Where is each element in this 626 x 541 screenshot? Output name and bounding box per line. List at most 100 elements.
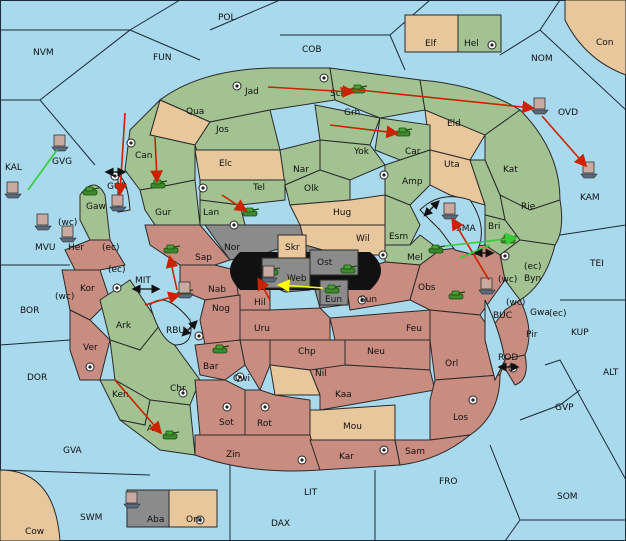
label-pir: Pir [526, 330, 538, 340]
province-bar[interactable] [194, 339, 246, 381]
label-mel: Mel [407, 253, 423, 263]
sea-label-tei: TEI [589, 259, 604, 269]
label-nar: Nar [293, 165, 309, 175]
move-arrow [339, 87, 536, 114]
label-tel: Tel [252, 183, 265, 193]
sea-label-gvp: GVP [555, 403, 574, 413]
supply-center-marker [222, 402, 232, 412]
supply-center-marker [500, 251, 510, 261]
province-qwi[interactable] [239, 339, 271, 392]
label-ken: Ken [112, 390, 129, 400]
label-qwi: Qwi [233, 374, 250, 384]
supply-center-marker [110, 171, 120, 181]
sea-label-alt: ALT [603, 368, 619, 378]
supply-center-marker [378, 250, 388, 260]
label-qua: Qua [186, 107, 204, 117]
province-olk[interactable] [284, 169, 351, 206]
label-skr: Skr [285, 243, 300, 253]
supply-center-marker [229, 220, 239, 230]
supply-center-marker [178, 388, 188, 398]
supply-center-marker [235, 372, 245, 382]
label-mou: Mou [343, 422, 362, 432]
label-sap: Sap [195, 253, 212, 263]
label-kar: Kar [339, 452, 354, 462]
supply-center-marker [85, 362, 95, 372]
label-sot: Sot [219, 418, 234, 428]
supply-center-marker [357, 295, 367, 305]
label-nil: Nil [315, 369, 327, 379]
label-nog: Nog [212, 304, 230, 314]
label-chp: Chp [298, 347, 316, 357]
label-ost: Ost [317, 258, 333, 268]
label-lan: Lan [203, 208, 219, 218]
label-bar: Bar [203, 362, 219, 372]
sea-label-nom: NOM [531, 54, 553, 64]
label-hil: Hil [254, 298, 266, 308]
label-ver: Ver [83, 343, 98, 353]
support-arrow [27, 149, 58, 191]
label-neu: Neu [367, 347, 385, 357]
supply-center-marker [194, 331, 204, 341]
coast-tag: (ec) [549, 309, 567, 319]
order-arrows [27, 85, 588, 435]
sea-label-cow: Cow [25, 527, 44, 537]
supply-center-marker [319, 73, 329, 83]
province-kar[interactable] [309, 439, 401, 471]
coast-tag: (wc) [498, 275, 517, 285]
label-uta: Uta [444, 160, 460, 170]
support-arrow [444, 232, 519, 247]
supply-center-marker [198, 183, 208, 193]
province-sam[interactable] [394, 434, 472, 466]
label-sch: Sch [330, 89, 346, 99]
sea-label-kup: KUP [571, 328, 589, 338]
sea-label-mit: MIT [135, 276, 151, 286]
province-kor[interactable] [61, 269, 111, 321]
province-tel[interactable] [199, 179, 286, 206]
supply-center-marker [379, 170, 389, 180]
supply-center-marker [468, 395, 478, 405]
sea-label-gvg: GVG [52, 157, 72, 167]
sea-label-nvm: NVM [33, 48, 54, 58]
label-can: Can [135, 151, 153, 161]
box-label-aba: Aba [147, 515, 164, 525]
label-kor: Kor [80, 284, 95, 294]
province-sch[interactable] [329, 67, 426, 119]
label-sun: Sun [360, 295, 377, 305]
support-arrow [276, 279, 324, 293]
province-skr-top[interactable] [277, 234, 307, 261]
sea-label-swm: SWM [80, 513, 102, 523]
label-rot: Rot [257, 419, 272, 429]
supply-center-marker [487, 40, 497, 50]
label-car: Car [405, 147, 421, 157]
province-esm[interactable] [384, 194, 421, 246]
province-rod[interactable] [484, 299, 506, 382]
province-nog[interactable] [199, 294, 241, 346]
label-zin: Zin [226, 450, 240, 460]
sea-label-gva: GVA [63, 446, 83, 456]
label-jos: Jos [215, 125, 229, 135]
province-orn[interactable] [168, 489, 218, 528]
label-byn: Byn [524, 274, 541, 284]
supply-center-marker [126, 138, 136, 148]
sea-label-buc: BUC [493, 311, 512, 321]
link-arrow [423, 200, 440, 217]
province-elc[interactable] [194, 149, 286, 181]
label-gwa: Gwa [530, 308, 550, 318]
label-orl: Orl [445, 359, 458, 369]
label-sam: Sam [405, 447, 425, 457]
sea-label-sma: SMA [456, 224, 476, 234]
move-arrow [257, 277, 271, 301]
label-eld: Eld [447, 119, 461, 129]
sea-label-pol: POL [218, 13, 236, 23]
coast-tag: (ec) [102, 243, 120, 253]
sea-label-bor: BOR [20, 306, 39, 316]
box-label-elf: Elf [425, 39, 437, 49]
label-wil: Wil [356, 234, 370, 244]
label-grh: Grh [344, 108, 360, 118]
box-label-orn: Orn [186, 515, 202, 525]
move-arrow [221, 194, 248, 212]
label-nab: Nab [208, 285, 226, 295]
label-amp: Amp [402, 177, 423, 187]
sea-label-lit: LIT [304, 488, 318, 498]
